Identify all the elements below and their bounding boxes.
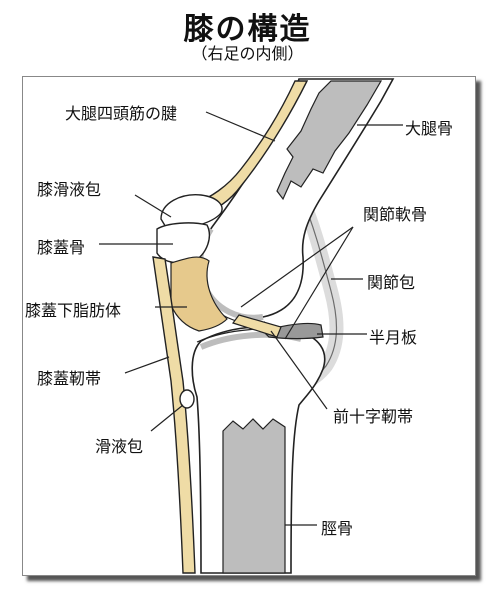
diagram-panel: 大腿四頭筋の腱 大腿骨 膝滑液包 膝蓋骨 関節軟骨 関節包 膝蓋下脂肪体 半月板… bbox=[22, 76, 476, 576]
label-infrapatellar-bursa: 滑液包 bbox=[95, 437, 144, 456]
patellar-ligament-shape bbox=[152, 256, 196, 574]
label-tibia: 脛骨 bbox=[321, 519, 354, 538]
label-articular-cartilage: 関節軟骨 bbox=[363, 205, 428, 224]
label-femur: 大腿骨 bbox=[405, 119, 454, 138]
acl-shape bbox=[232, 314, 282, 338]
leader-prepatellar-bursa bbox=[134, 194, 172, 218]
infrapatellar-bursa-shape bbox=[179, 389, 195, 409]
label-patellar-ligament: 膝蓋靭帯 bbox=[37, 369, 102, 388]
label-patella: 膝蓋骨 bbox=[37, 238, 86, 257]
label-prepatellar-bursa: 膝滑液包 bbox=[37, 180, 102, 199]
knee-diagram bbox=[99, 78, 403, 574]
infrapatellar-fat-pad-shape bbox=[170, 256, 228, 332]
label-joint-capsule: 関節包 bbox=[367, 273, 416, 292]
tibia-marrow-shape bbox=[222, 418, 286, 574]
leader-articular-cartilage-1 bbox=[240, 226, 354, 308]
label-fat-pad: 膝蓋下脂肪体 bbox=[25, 301, 122, 320]
label-quadriceps-tendon: 大腿四頭筋の腱 bbox=[65, 104, 178, 123]
patella-shape bbox=[156, 222, 211, 264]
leader-acl bbox=[270, 330, 328, 410]
femur-marrow-shape bbox=[276, 80, 383, 201]
leader-articular-cartilage-2 bbox=[284, 226, 354, 340]
diagram-title: 膝の構造 bbox=[183, 12, 312, 47]
leader-infrapatellar-bursa bbox=[150, 404, 184, 432]
leader-patellar-ligament bbox=[124, 356, 170, 374]
leader-quadriceps-tendon bbox=[205, 111, 276, 142]
label-acl: 前十字靭帯 bbox=[333, 407, 414, 426]
label-meniscus: 半月板 bbox=[369, 328, 418, 347]
diagram-subtitle: （右足の内側） bbox=[191, 44, 304, 63]
